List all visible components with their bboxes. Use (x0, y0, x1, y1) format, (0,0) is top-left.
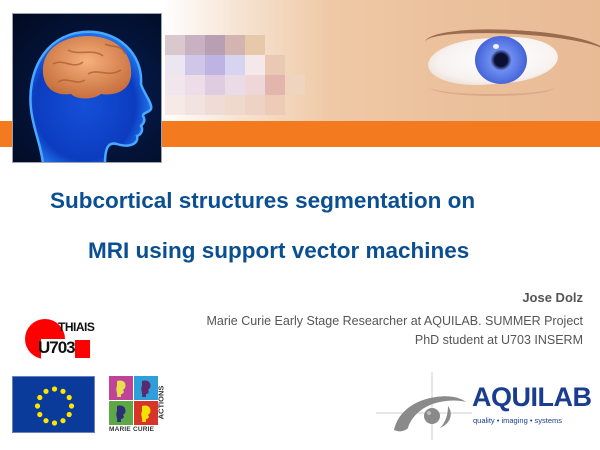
aquilab-logo: AQUILAB quality • imaging • systems (374, 370, 594, 442)
eye-glint (493, 44, 499, 49)
pixel-tile (185, 35, 205, 55)
pixel-tile (265, 95, 285, 115)
pixel-tile (285, 75, 305, 95)
pixel-tile (225, 55, 245, 75)
pixel-tile (165, 75, 185, 95)
u703-logo-top-text: THIAIS (58, 320, 95, 334)
pixel-tile (185, 55, 205, 75)
pixel-tile (265, 75, 285, 95)
u703-thiais-logo: THIAIS U703 (18, 318, 98, 360)
mc-bottom-text: MARIE CURIE (109, 426, 155, 433)
mc-side-text: ACTIONS (156, 385, 166, 420)
marie-curie-portrait-icon (116, 380, 151, 422)
author-affiliation-1: Marie Curie Early Stage Researcher at AQ… (206, 314, 583, 328)
aquilab-eye-icon (376, 372, 472, 440)
pixel-tile (165, 35, 185, 55)
pixel-tile (245, 55, 265, 75)
pixel-tile (205, 35, 225, 55)
marie-curie-actions-logo: MARIE CURIE ACTIONS (109, 376, 169, 434)
slide-title-line-1: Subcortical structures segmentation on (50, 188, 476, 213)
pixel-tile (205, 75, 225, 95)
pixel-tile (165, 95, 185, 115)
pixel-tile (265, 55, 285, 75)
pixel-tile (225, 35, 245, 55)
pixel-tile (245, 35, 265, 55)
pixel-tile (165, 55, 185, 75)
pixel-tile (205, 95, 225, 115)
pixel-tile (245, 75, 265, 95)
u703-logo-bottom-text: U703 (38, 338, 76, 357)
pixel-tile (225, 95, 245, 115)
pixel-tile (225, 75, 245, 95)
eye-lower-lid (430, 78, 555, 96)
author-name: Jose Dolz (522, 290, 583, 305)
u703-logo-icon (25, 319, 90, 360)
pixel-tile (185, 95, 205, 115)
slide-title-line-2: MRI using support vector machines (88, 238, 470, 263)
eye-iris-icon (475, 36, 527, 84)
eu-stars-icon (34, 386, 75, 426)
pixel-tile (245, 95, 265, 115)
eu-flag-logo (12, 376, 95, 433)
pixel-tile (185, 75, 205, 95)
aquilab-tagline: quality • imaging • systems (473, 416, 563, 425)
author-affiliation-2: PhD student at U703 INSERM (414, 333, 583, 347)
aquilab-wordmark: AQUILAB (472, 382, 592, 412)
pixel-tile (205, 55, 225, 75)
brain-head-image (12, 13, 162, 163)
head-silhouette-icon (29, 30, 153, 162)
